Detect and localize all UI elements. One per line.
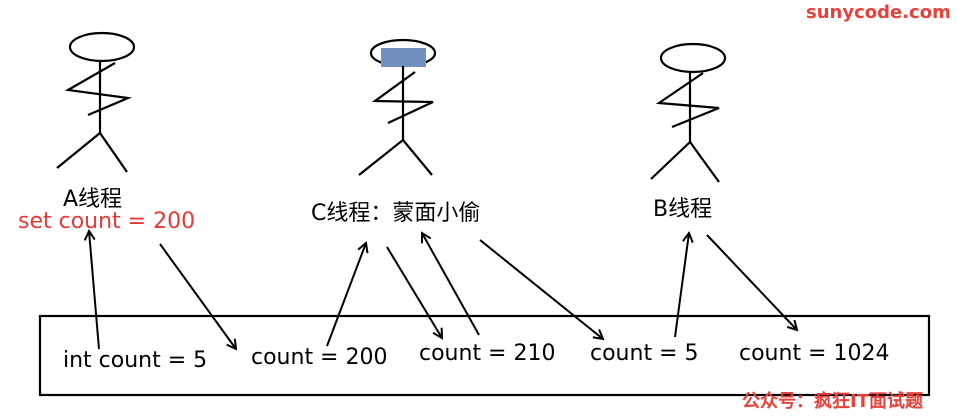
thread-a-action: set count = 200 (18, 209, 196, 234)
memory-value-2: count = 200 (251, 345, 388, 370)
arrow-b-read (674, 233, 689, 338)
arrow-c-read-2 (422, 233, 480, 336)
wechat-watermark: 公众号：疯狂IT面试题 (742, 391, 923, 412)
arrow-c-read (326, 243, 366, 347)
arrows (89, 231, 797, 349)
memory-box (38, 314, 931, 397)
memory-value-5: count = 1024 (739, 341, 890, 366)
stick-figure-a (56, 31, 136, 173)
stick-figure-c (358, 38, 437, 176)
arrow-c-write (386, 246, 442, 338)
arrow-b-write (706, 234, 797, 330)
arrow-c-write-2 (479, 239, 603, 339)
arrow-a-write (159, 243, 236, 349)
memory-value-4: count = 5 (590, 341, 699, 366)
mask-rectangle (381, 48, 426, 67)
site-watermark: sunycode.com (806, 2, 951, 23)
thread-a-label: A线程 (63, 187, 123, 212)
memory-value-3: count = 210 (419, 341, 556, 366)
stick-figure-b (650, 42, 727, 183)
arrow-a-read (89, 231, 100, 350)
memory-value-1: int count = 5 (63, 348, 208, 373)
thread-b-label: B线程 (653, 197, 713, 222)
thread-c-label: C线程：蒙面小偷 (311, 201, 481, 226)
